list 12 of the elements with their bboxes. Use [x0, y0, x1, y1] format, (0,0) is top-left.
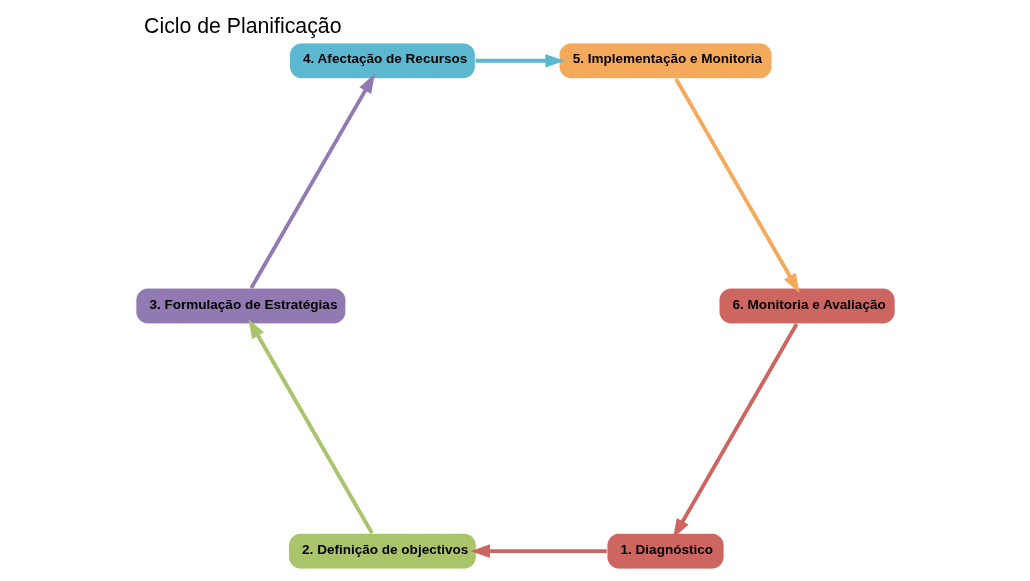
node-box: 3. Formulação de Estratégias	[134, 287, 346, 325]
node-box: 5. Implementação e Monitoria	[558, 42, 772, 80]
node-box: 2. Definição de objectivos	[287, 532, 477, 570]
diagram-title: Ciclo de Planificação	[143, 13, 341, 38]
arrow	[673, 77, 800, 293]
arrow	[470, 544, 607, 558]
arrow	[247, 318, 374, 535]
node-box: 4. Afectação de Recursos	[288, 42, 476, 80]
arrow	[475, 54, 565, 68]
node-box: 6. Monitoria e Avaliação	[718, 287, 896, 325]
node-box: 1. Diagnóstico	[606, 532, 725, 570]
arrow	[249, 73, 375, 289]
